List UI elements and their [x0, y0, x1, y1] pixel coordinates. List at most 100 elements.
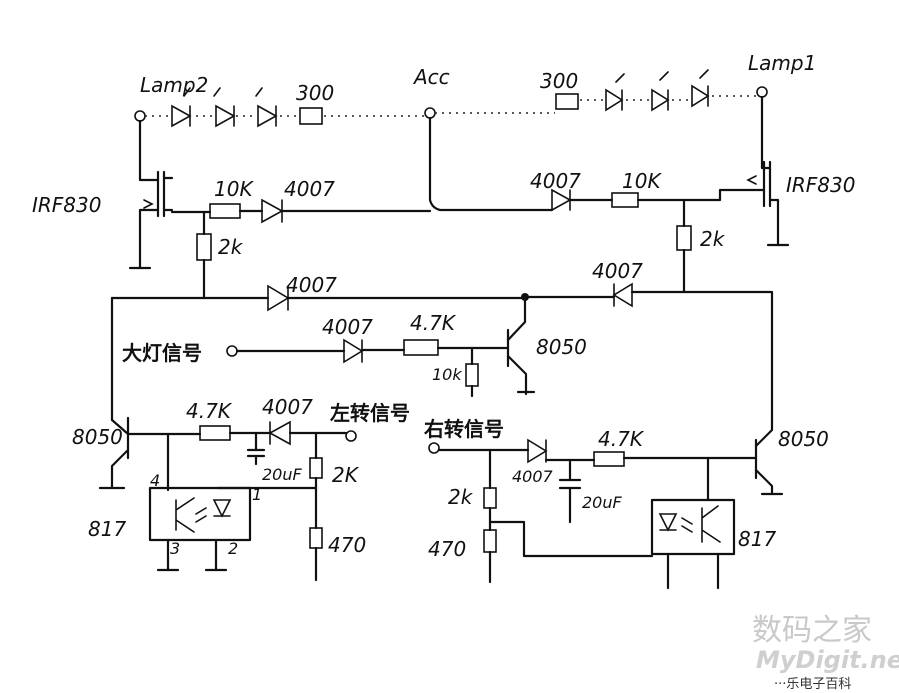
middle-bus: 4007 4007	[110, 259, 774, 422]
d4007-left-label: 4007	[262, 395, 313, 419]
r2k-left-label: 2k	[218, 235, 244, 259]
r300-right-label: 300	[540, 69, 578, 93]
capacitor-20uf-right	[558, 478, 582, 490]
resistor-470-left	[309, 527, 323, 549]
headlight-signal-label: 大灯信号	[122, 341, 202, 365]
d4007-top-right-label: 4007	[530, 169, 581, 193]
r470-right-label: 470	[428, 537, 466, 561]
resistor-2k-right-low	[483, 487, 497, 509]
opto-left-body	[148, 486, 252, 542]
r470-left-label: 470	[328, 533, 366, 557]
r47k-right-label: 4.7K	[598, 427, 645, 451]
right-turn-driver: 右转信号 4007 4.7K 2k 20uF 470 8050	[424, 417, 829, 584]
resistor-47k-left	[199, 425, 231, 441]
diode-4007-right	[527, 438, 548, 464]
left-turn-driver: 8050 4.7K 4007 左转信号 20uF 2K 470	[72, 395, 410, 582]
r2k-right-label: 2k	[700, 227, 726, 251]
led-icon	[605, 88, 624, 112]
mosfet-left: IRF830	[32, 119, 174, 270]
opto-pin2-label: 2	[228, 539, 238, 558]
diode-4007-top-right	[551, 188, 572, 212]
opto-right-label: 817	[738, 527, 776, 551]
opto-right-body	[650, 498, 736, 556]
c20uf-right-label: 20uF	[582, 493, 623, 512]
d4007-mid-right-label: 4007	[592, 259, 643, 283]
lamp2-terminal	[134, 110, 146, 122]
r2k-left-low-label: 2K	[332, 463, 360, 487]
light-emission-arrows	[183, 87, 263, 97]
diode-4007-mid-right	[612, 282, 633, 308]
right-turn-signal-terminal	[428, 442, 440, 454]
lamp1-label: Lamp1	[748, 51, 816, 75]
r47k-headlight-label: 4.7K	[410, 311, 457, 335]
resistor-47k-headlight	[403, 339, 439, 356]
mosfet-right-label: IRF830	[786, 173, 855, 197]
phototransistor-icon	[175, 497, 195, 533]
resistor-10k-headlight	[465, 363, 479, 387]
q8050-mid-label: 8050	[536, 335, 587, 359]
lamp1-led-string: 300 Lamp1	[435, 51, 816, 114]
r10k-top-right-label: 10K	[622, 169, 662, 193]
watermark-en: MyDigit.net	[756, 646, 899, 674]
acc-node	[424, 107, 436, 119]
resistor-2k-left-low	[309, 457, 323, 479]
gate-drive-line: 10K 4007 4007 10K	[170, 169, 766, 224]
light-emission-arrows	[615, 69, 709, 83]
led-icon	[691, 84, 710, 108]
led-icon	[215, 104, 236, 128]
optocoupler-right: 817	[650, 498, 776, 590]
q8050-right-label: 8050	[778, 427, 829, 451]
diode-4007-mid-left	[267, 284, 290, 312]
resistor-47k-right	[593, 451, 625, 467]
d4007-top-left-label: 4007	[284, 177, 335, 201]
diode-4007-headlight	[343, 338, 364, 364]
led-icon	[212, 499, 232, 518]
resistor-300-left	[299, 107, 323, 125]
headlight-signal-terminal	[226, 345, 238, 357]
opto-pin1-label: 1	[252, 485, 262, 504]
acc-label: Acc	[412, 65, 450, 89]
lamp2-label: Lamp2	[140, 73, 208, 97]
q8050-left-label: 8050	[72, 425, 123, 449]
c20uf-left-label: 20uF	[262, 465, 303, 484]
d4007-mid-left-label: 4007	[286, 273, 337, 297]
left-turn-signal-label: 左转信号	[330, 401, 410, 425]
d4007-right-label: 4007	[512, 467, 554, 486]
gate-pulldowns: 2k 2k	[196, 198, 726, 300]
led-icon	[257, 104, 278, 128]
resistor-2k-left	[196, 233, 212, 261]
left-turn-signal-terminal	[345, 430, 357, 442]
resistor-470-right	[483, 529, 497, 553]
lamp2-led-string: Lamp2 300	[134, 73, 425, 128]
optocoupler-left: 817 4 1 3 2	[88, 471, 262, 572]
led-icon	[658, 513, 678, 532]
headlight-driver: 大灯信号 4007 4.7K 10k 8050	[122, 295, 587, 398]
led-icon	[171, 104, 192, 128]
resistor-10k-top-right	[611, 192, 639, 208]
watermark-sub: ···乐电子百科	[774, 677, 851, 692]
r2k-right-low-label: 2k	[448, 485, 474, 509]
d4007-headlight-label: 4007	[322, 315, 373, 339]
mosfet-right: IRF830	[746, 95, 855, 247]
acc-terminal: Acc	[412, 65, 450, 212]
r47k-left-label: 4.7K	[186, 399, 233, 423]
r10k-top-left-label: 10K	[214, 177, 254, 201]
r10k-headlight-label: 10k	[432, 365, 462, 384]
opto-left-label: 817	[88, 517, 126, 541]
resistor-10k-top-left	[209, 203, 241, 219]
phototransistor-icon	[701, 505, 721, 543]
watermark: 数码之家 MyDigit.net ···乐电子百科	[752, 613, 899, 692]
resistor-300-right	[555, 93, 579, 110]
lamp1-terminal	[756, 86, 768, 98]
resistor-2k-right	[676, 225, 692, 251]
opto-pin3-label: 3	[170, 539, 180, 558]
r300-left-label: 300	[296, 81, 334, 105]
opto-pin4-label: 4	[150, 471, 160, 490]
mosfet-left-label: IRF830	[32, 193, 101, 217]
diode-4007-top-left	[261, 198, 284, 224]
diode-4007-left	[268, 420, 291, 446]
led-icon	[651, 88, 670, 112]
watermark-cn: 数码之家	[752, 613, 872, 648]
right-turn-signal-label: 右转信号	[424, 417, 504, 441]
